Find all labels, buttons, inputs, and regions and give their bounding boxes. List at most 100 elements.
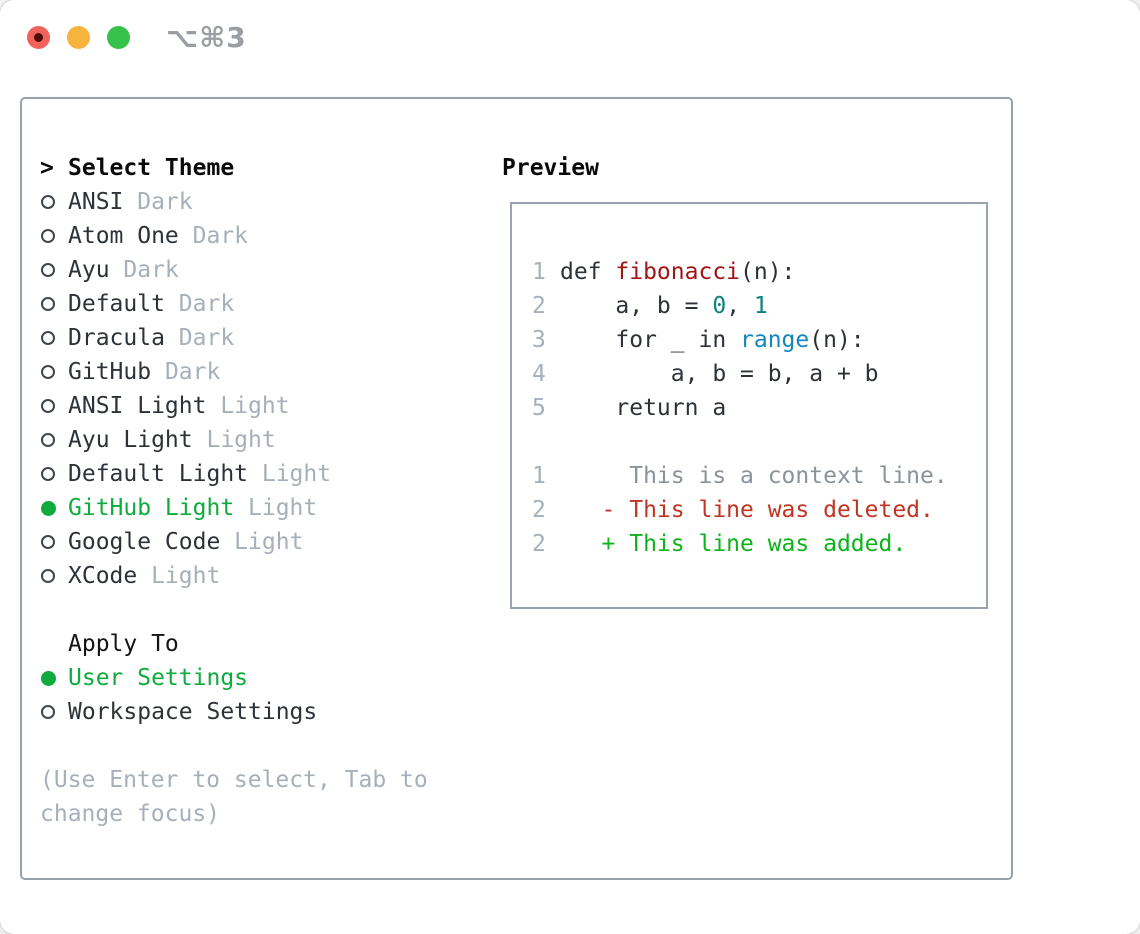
radio-icon[interactable] <box>41 535 55 549</box>
apply-option[interactable]: User Settings <box>40 661 485 695</box>
code-line: 1 This is a context line. <box>532 459 986 493</box>
radio-icon[interactable] <box>41 705 55 719</box>
window-shortcut-label: ⌥⌘3 <box>166 21 247 54</box>
code-line: 2 - This line was deleted. <box>532 493 986 527</box>
radio-icon[interactable] <box>41 263 55 277</box>
theme-item[interactable]: GitHub Light Light <box>40 491 485 525</box>
theme-item[interactable]: Atom One Dark <box>40 219 485 253</box>
theme-variant: Light <box>248 461 332 487</box>
theme-variant: Light <box>137 563 221 589</box>
token-deleted: - This line was deleted. <box>560 497 934 523</box>
theme-name: User Settings <box>68 665 249 691</box>
theme-name: Ayu Light <box>68 427 193 453</box>
token-code: , <box>726 293 754 319</box>
theme-item[interactable]: GitHub Dark <box>40 355 485 389</box>
token-func: fibonacci <box>615 259 741 285</box>
token-code: a, b = b, a + b <box>560 361 879 387</box>
selection-caret-icon: > <box>40 155 54 181</box>
theme-item[interactable]: ANSI Dark <box>40 185 485 219</box>
token-code: a, b = <box>560 293 713 319</box>
titlebar: ⌥⌘3 <box>0 0 1140 76</box>
code-line: 2 + This line was added. <box>532 527 986 561</box>
spacer <box>40 729 485 763</box>
theme-item[interactable]: Dracula Dark <box>40 321 485 355</box>
code-text: a, b = b, a + b <box>560 361 879 387</box>
code-text: return a <box>560 395 726 421</box>
code-line: 2 a, b = 0, 1 <box>532 289 986 323</box>
radio-icon[interactable] <box>41 229 55 243</box>
theme-item[interactable]: ANSI Light Light <box>40 389 485 423</box>
theme-item[interactable]: Ayu Light Light <box>40 423 485 457</box>
theme-variant: Light <box>234 495 318 521</box>
line-number: 1 <box>532 463 546 489</box>
minimize-button-icon[interactable] <box>67 26 90 49</box>
radio-icon[interactable] <box>41 569 55 583</box>
theme-name: Google Code <box>68 529 221 555</box>
theme-variant: Light <box>220 529 304 555</box>
theme-variant: Dark <box>151 359 221 385</box>
theme-variant: Dark <box>123 189 193 215</box>
theme-name: Workspace Settings <box>68 699 318 725</box>
select-theme-header: > Select Theme <box>40 151 485 185</box>
line-number: 3 <box>532 327 546 353</box>
radio-icon[interactable] <box>41 331 55 345</box>
theme-name: ANSI Light <box>68 393 207 419</box>
token-context: This is a context line. <box>560 463 948 489</box>
theme-variant: Light <box>206 393 290 419</box>
token-num: 1 <box>753 293 768 319</box>
code-line: 3 for _ in range(n): <box>532 323 986 357</box>
radio-icon[interactable] <box>41 433 55 447</box>
theme-name: GitHub Light <box>68 495 235 521</box>
code-text: - This line was deleted. <box>560 497 934 523</box>
theme-picker-panel: > Select Theme ANSI Dark Atom One Dark Ay… <box>20 97 1013 880</box>
theme-name: Default <box>68 291 165 317</box>
radio-icon[interactable] <box>41 671 56 686</box>
code-line <box>532 425 986 459</box>
radio-icon[interactable] <box>41 297 55 311</box>
token-added: + This line was added. <box>560 531 907 557</box>
radio-icon[interactable] <box>41 365 55 379</box>
theme-list-column: > Select Theme ANSI Dark Atom One Dark Ay… <box>40 151 485 831</box>
line-number: 2 <box>532 293 546 319</box>
theme-item[interactable]: Default Light Light <box>40 457 485 491</box>
line-number: 2 <box>532 497 546 523</box>
apply-to-header: Apply To <box>40 627 485 661</box>
theme-variant: Dark <box>164 291 235 317</box>
hint-line-1: (Use Enter to select, Tab to <box>40 767 428 793</box>
radio-icon[interactable] <box>41 501 56 516</box>
theme-name: XCode <box>68 563 138 589</box>
line-number: 5 <box>532 395 546 421</box>
token-num: 0 <box>712 293 727 319</box>
theme-item[interactable]: Default Dark <box>40 287 485 321</box>
code-line: 4 a, b = b, a + b <box>532 357 986 391</box>
token-code: def <box>560 259 616 285</box>
apply-option[interactable]: Workspace Settings <box>40 695 485 729</box>
theme-item[interactable]: XCode Light <box>40 559 485 593</box>
select-theme-header-label: Select Theme <box>68 155 235 181</box>
code-text: This is a context line. <box>560 463 948 489</box>
radio-icon[interactable] <box>41 467 55 481</box>
theme-name: ANSI <box>68 189 124 215</box>
hint-line-2: change focus) <box>40 801 221 827</box>
radio-icon[interactable] <box>41 195 55 209</box>
theme-list: ANSI Dark Atom One Dark Ayu Dark Default… <box>40 185 485 593</box>
close-button-icon[interactable] <box>27 26 50 49</box>
code-text: def fibonacci(n): <box>560 259 795 285</box>
apply-to-header-label: Apply To <box>68 631 179 657</box>
code-text: + This line was added. <box>560 531 907 557</box>
theme-variant: Dark <box>109 257 179 283</box>
token-code: return a <box>560 395 727 421</box>
code-line: 5 return a <box>532 391 986 425</box>
line-number: 2 <box>532 531 546 557</box>
theme-variant: Light <box>192 427 276 453</box>
theme-item[interactable]: Google Code Light <box>40 525 485 559</box>
radio-icon[interactable] <box>41 399 55 413</box>
token-code: (n): <box>740 259 796 285</box>
apply-to-list: User Settings Workspace Settings <box>40 661 485 729</box>
zoom-button-icon[interactable] <box>107 26 130 49</box>
theme-name: Dracula <box>68 325 165 351</box>
theme-name: GitHub <box>68 359 152 385</box>
theme-item[interactable]: Ayu Dark <box>40 253 485 287</box>
